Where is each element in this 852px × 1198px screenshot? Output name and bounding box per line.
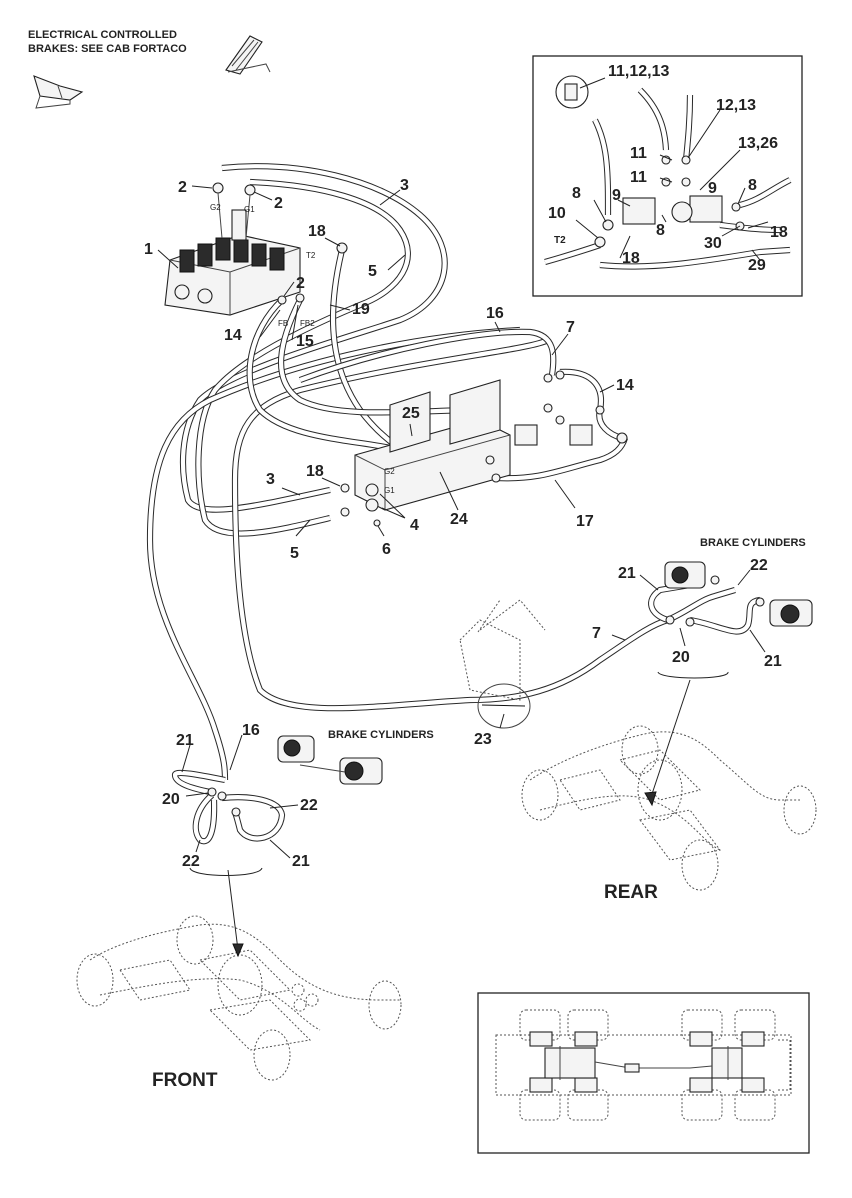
inset-label-12-13: 12,13 bbox=[716, 97, 756, 114]
inset-label-t2: T2 bbox=[554, 235, 566, 246]
valve-detail-inset: 11,12,13 12,13 13,26 11 11 8 9 8 10 T2 1… bbox=[532, 55, 803, 297]
header-note: ELECTRICAL CONTROLLED BRAKES: SEE CAB FO… bbox=[28, 29, 187, 55]
label-7a: 7 bbox=[566, 319, 575, 336]
port-labels: G2 G1 T2 FB FB2 G2 G1 bbox=[210, 203, 395, 495]
port-t2: T2 bbox=[306, 251, 316, 260]
port-g1: G1 bbox=[244, 205, 255, 214]
label-4: 4 bbox=[410, 517, 419, 534]
hose-routing bbox=[146, 163, 669, 781]
label-2c: 2 bbox=[296, 275, 305, 292]
part-labels: 1 2 2 2 3 3 4 5 5 6 7 7 14 14 15 16 16 1… bbox=[144, 177, 782, 870]
label-3a: 3 bbox=[400, 177, 409, 194]
inset-label-11a: 11 bbox=[630, 145, 647, 162]
leader-lines bbox=[157, 185, 766, 859]
swivel-joint bbox=[459, 599, 546, 729]
front-axle: FRONT bbox=[76, 867, 402, 1091]
inset-label-18b: 18 bbox=[770, 224, 788, 241]
label-24: 24 bbox=[450, 511, 468, 528]
label-15: 15 bbox=[296, 333, 314, 350]
port-g2: G2 bbox=[210, 203, 221, 212]
label-22b: 22 bbox=[300, 797, 318, 814]
book-reference-icon bbox=[33, 75, 84, 109]
label-21d: 21 bbox=[292, 853, 310, 870]
label-1: 1 bbox=[144, 241, 153, 258]
label-20b: 20 bbox=[162, 791, 180, 808]
rear-axle: REAR bbox=[521, 671, 817, 903]
inset-label-8c: 8 bbox=[748, 177, 757, 194]
front-brake-cylinders-caption: BRAKE CYLINDERS bbox=[328, 729, 434, 741]
label-19: 19 bbox=[352, 301, 370, 318]
label-18a: 18 bbox=[308, 223, 326, 240]
label-20a: 20 bbox=[672, 649, 690, 666]
label-14b: 14 bbox=[616, 377, 634, 394]
label-23: 23 bbox=[474, 731, 492, 748]
inset-label-30: 30 bbox=[704, 235, 722, 252]
label-3b: 3 bbox=[266, 471, 275, 488]
label-6: 6 bbox=[382, 541, 391, 558]
label-25: 25 bbox=[402, 405, 420, 422]
inset-label-9a: 9 bbox=[612, 187, 621, 204]
front-brake-cylinders: BRAKE CYLINDERS bbox=[171, 729, 434, 845]
label-21b: 21 bbox=[764, 653, 782, 670]
label-2b: 2 bbox=[274, 195, 283, 212]
header-line-1: ELECTRICAL CONTROLLED bbox=[28, 29, 177, 41]
rear-brake-cylinders: BRAKE CYLINDERS bbox=[648, 537, 813, 635]
label-5b: 5 bbox=[290, 545, 299, 562]
distribution-block bbox=[340, 370, 628, 527]
label-21a: 21 bbox=[618, 565, 636, 582]
pedal-icon bbox=[225, 35, 271, 75]
label-2a: 2 bbox=[178, 179, 187, 196]
label-22a: 22 bbox=[750, 557, 768, 574]
port-g2-block: G2 bbox=[384, 467, 395, 476]
inset-label-8a: 8 bbox=[572, 185, 581, 202]
rear-brake-cylinders-caption: BRAKE CYLINDERS bbox=[700, 537, 806, 549]
label-22c: 22 bbox=[182, 853, 200, 870]
brake-valve-assembly bbox=[164, 182, 348, 316]
front-caption: FRONT bbox=[152, 1070, 218, 1091]
label-18b: 18 bbox=[306, 463, 324, 480]
label-16a: 16 bbox=[486, 305, 504, 322]
inset-label-18a: 18 bbox=[622, 250, 640, 267]
inset-label-11-12-13: 11,12,13 bbox=[608, 63, 670, 80]
label-14a: 14 bbox=[224, 327, 242, 344]
label-7b: 7 bbox=[592, 625, 601, 642]
port-fb2: FB2 bbox=[300, 319, 315, 328]
inset-label-10: 10 bbox=[548, 205, 566, 222]
port-fb: FB bbox=[278, 319, 288, 328]
rear-caption: REAR bbox=[604, 882, 658, 903]
port-g1-block: G1 bbox=[384, 486, 395, 495]
label-5a: 5 bbox=[368, 263, 377, 280]
inset-label-9b: 9 bbox=[708, 180, 717, 197]
inset-label-11b: 11 bbox=[630, 169, 647, 186]
machine-locator-inset bbox=[477, 992, 810, 1154]
header-line-2: BRAKES: SEE CAB FORTACO bbox=[28, 43, 187, 55]
inset-label-29: 29 bbox=[748, 257, 766, 274]
inset-label-13-26: 13,26 bbox=[738, 135, 778, 152]
inset-label-8b: 8 bbox=[656, 222, 665, 239]
label-17: 17 bbox=[576, 513, 594, 530]
label-16b: 16 bbox=[242, 722, 260, 739]
label-21c: 21 bbox=[176, 732, 194, 749]
